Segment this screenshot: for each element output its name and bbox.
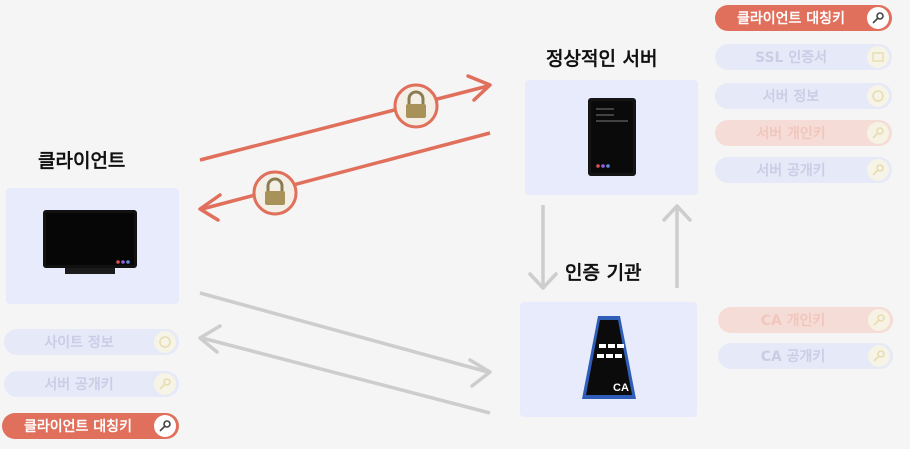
key-icon <box>868 309 890 331</box>
pill-label: CA 개인키 <box>760 313 826 329</box>
monitor-icon <box>43 210 137 274</box>
arrow-client-to-server <box>199 74 492 162</box>
arrow-ca-to-client <box>198 324 491 415</box>
pill-label: 서버 개인키 <box>756 126 826 142</box>
server-pill-public-key: 서버 공개키 <box>715 157 892 183</box>
ca-tower-label: CA <box>613 382 629 394</box>
key-icon <box>154 373 176 395</box>
lock-icon <box>252 170 298 216</box>
certificate-icon <box>867 46 889 68</box>
key-icon <box>867 7 889 29</box>
key-icon <box>867 122 889 144</box>
ca-pill-public-key: CA 공개키 <box>718 343 893 369</box>
pill-label: 클라이언트 대칭키 <box>737 11 845 27</box>
key-icon <box>867 159 889 181</box>
pill-label: 서버 정보 <box>762 89 820 105</box>
server-title: 정상적인 서버 <box>546 48 658 70</box>
server-pill-private-key: 서버 개인키 <box>715 120 892 146</box>
ca-title: 인증 기관 <box>565 262 642 284</box>
server-pill-ssl-certificate: SSL 인증서 <box>715 44 892 70</box>
pill-label: CA 공개키 <box>760 349 826 365</box>
pill-label: 서버 공개키 <box>756 163 826 179</box>
arrow-server-to-client <box>198 131 491 222</box>
ca-tower-icon: CA <box>582 316 636 399</box>
client-title: 클라이언트 <box>38 150 126 172</box>
certificate-icon <box>867 85 889 107</box>
pill-label: 클라이언트 대칭키 <box>24 419 132 435</box>
key-icon <box>154 415 176 437</box>
pill-label: 서버 공개키 <box>44 377 114 393</box>
client-pill-server-public-key: 서버 공개키 <box>4 371 179 397</box>
certificate-icon <box>154 331 176 353</box>
server-pill-symmetric-key: 클라이언트 대칭키 <box>715 5 892 31</box>
arrow-server-to-ca <box>528 205 558 290</box>
arrow-client-to-ca <box>199 291 492 388</box>
client-pill-symmetric-key: 클라이언트 대칭키 <box>2 413 179 439</box>
server-icon <box>588 98 636 176</box>
key-icon <box>868 345 890 367</box>
client-pill-site-info: 사이트 정보 <box>4 329 179 355</box>
pill-label: SSL 인증서 <box>755 50 827 66</box>
server-pill-server-info: 서버 정보 <box>715 83 892 109</box>
pill-label: 사이트 정보 <box>44 335 114 351</box>
ca-pill-private-key: CA 개인키 <box>718 307 893 333</box>
arrow-ca-to-server <box>662 204 692 288</box>
lock-icon <box>393 83 439 129</box>
